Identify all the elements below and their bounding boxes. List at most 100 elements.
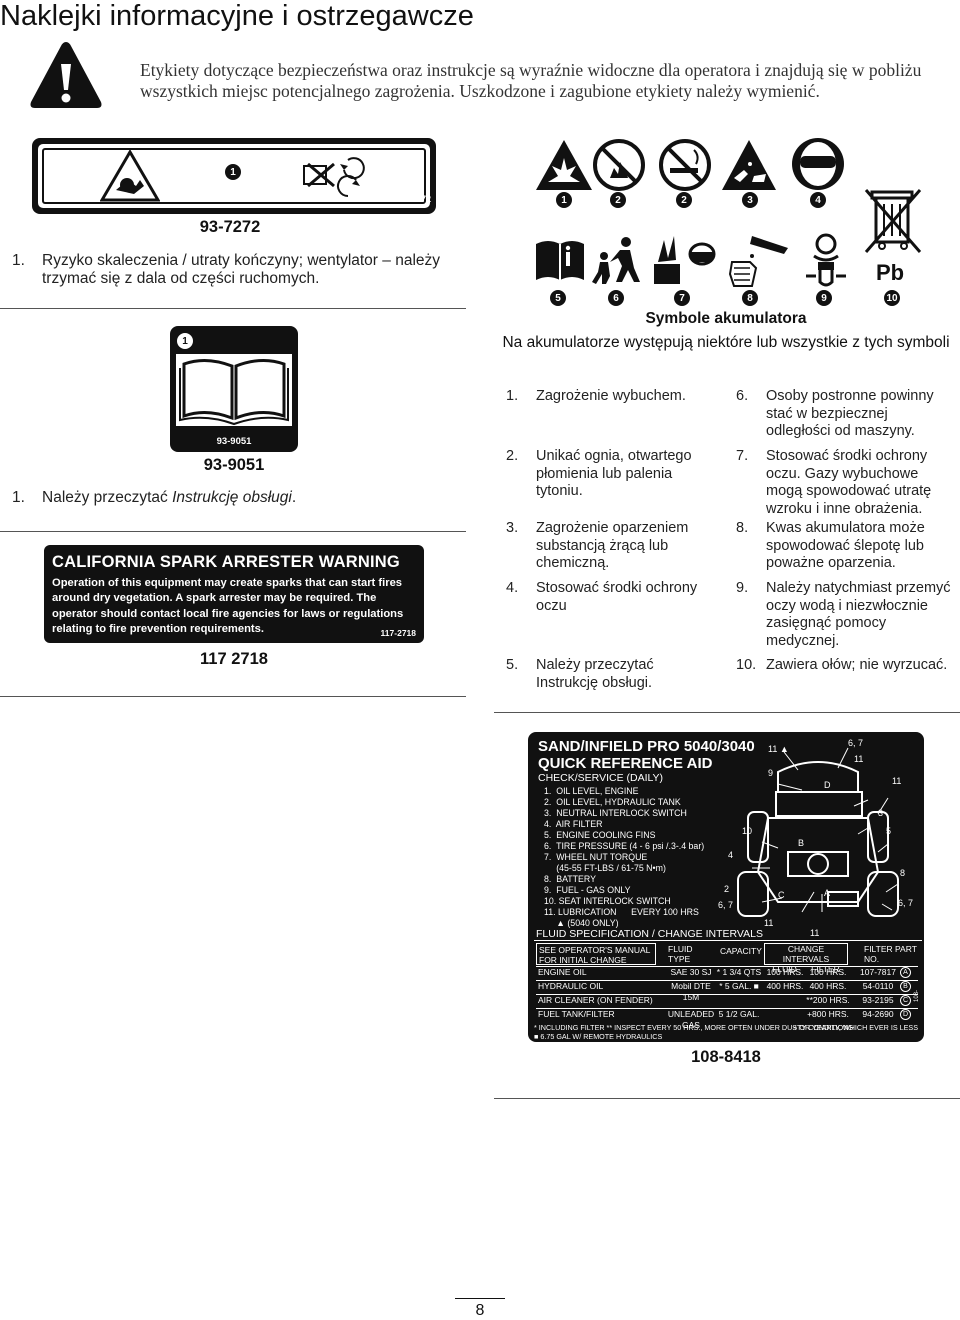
cell-type: Mobil DTE 15M [671,981,711,1002]
cell-part-no: 54-0110 [862,981,894,991]
cell-capacity: * 1 3/4 QTS [716,967,762,977]
cell-filter-interval: 400 HRS. [809,981,847,991]
battery-item-text: Kwas akumulatora może spowodować ślepotę… [766,520,925,571]
cell-part-no: 94-2690 [862,1009,894,1019]
divider [0,696,466,697]
ref-footnote-1: * INCLUDING FILTER ** INSPECT EVERY 50 H… [534,1023,854,1032]
ref-footnote-2: ■ 6.75 GAL W/ REMOTE HYDRAULICS [534,1032,663,1041]
spark-arrester-heading: CALIFORNIA SPARK ARRESTER WARNING [52,553,400,571]
ref-title-2: QUICK REFERENCE AID [538,755,713,772]
battery-item-number: 1. [506,388,519,404]
cell-name: FUEL TANK/FILTER [538,1009,615,1019]
decal-label-93-9051: 93-9051 [203,456,265,474]
battery-item-text: Stosować środki ochrony oczu. Gazy wybuc… [766,448,932,517]
cell-name: AIR CLEANER (ON FENDER) [538,995,653,1005]
ref-check-item: 6. TIRE PRESSURE (4 - 6 psi /.3-.4 bar) [544,841,705,851]
diagram-label: 10 [742,826,753,836]
cell-mark: D [900,1009,911,1020]
battery-item-text: Należy natychmiast przemyć oczy wodą i n… [766,580,951,649]
cell-fluid-interval: 400 HRS. [766,981,804,991]
ref-check-service: CHECK/SERVICE (DAILY) [538,772,664,784]
cell-type: SAE 30 SJ [670,967,712,977]
diagram-label: 2 [724,884,730,894]
no-fire-icon [593,139,645,191]
battery-item: 5.Należy przeczytać Instrukcję obsługi. [506,657,716,692]
diagram-label: 6, 7 [848,738,864,748]
table-head-fluid-type: FLUID TYPE [668,944,693,964]
battery-callout: 2 [676,192,692,208]
explosive-gas-eye-icon [654,236,716,284]
diagram-label: 5 [886,826,892,836]
cell-mark: C [900,995,911,1006]
decal-108-8418: SAND/INFIELD PRO 5040/3040 QUICK REFEREN… [528,732,931,1042]
diagram-label: 11 [810,928,820,938]
decal-label-117-2718: 117 2718 [200,650,268,668]
bystanders-away-icon [592,237,640,284]
battery-symbols-title: Symbole akumulatora [645,310,807,327]
decal-code-small: 117-2718 [380,628,416,638]
battery-callout: 7 [674,290,690,306]
table-head-part-no: FILTER PART NO. [864,944,917,964]
cell-part-no: 93-2195 [862,995,894,1005]
battery-item: 1.Zagrożenie wybuchem. [506,388,716,406]
battery-item-text: Zawiera ołów; nie wyrzucać. [766,657,948,673]
battery-item: 10.Zawiera ołów; nie wyrzucać. [736,657,954,675]
manual-icon [536,241,584,280]
cell-name: ENGINE OIL [538,967,587,977]
battery-item-number: 4. [506,580,519,596]
ref-check-item: 7. WHEEL NUT TORQUE [544,852,648,862]
cell-filter-interval: 100 HRS. [809,967,847,977]
battery-item: 9.Należy natychmiast przemyć oczy wodą i… [736,580,954,650]
diagram-label: 11 ▲ [768,744,789,754]
fan-hand-warning-icon [100,150,160,202]
diagram-label: 4 [728,850,734,860]
no-bin-disposal-icon [864,189,922,253]
cell-type: UNLEADED GAS [667,1009,715,1030]
battery-callout: 2 [610,192,626,208]
battery-callout: 1 [556,192,572,208]
ref-check-item: 3. NEUTRAL INTERLOCK SWITCH [544,808,687,818]
battery-item-text: Zagrożenie oparzeniem substancją żrącą l… [536,520,689,571]
cell-filter-interval: +800 HRS. [807,1009,849,1019]
decal-desc-93-7272: 1. Ryzyko skaleczenia / utraty kończyny;… [12,252,462,288]
diagram-label: 6, 7 [898,898,914,908]
battery-item: 6.Osoby postronne powinny stać w bezpiec… [736,388,954,441]
battery-item: 3. Zagrożenie oparzeniem substancją żrącą… [506,520,716,573]
diagram-label: C [778,890,785,900]
table-row [536,1008,918,1020]
divider [0,531,466,532]
diagram-label: 6, 7 [718,900,734,910]
diagram-label: 11 [764,918,774,928]
battery-callout: 9 [816,290,832,306]
diagram-label: A [824,888,831,898]
ref-check-item: 10. SEAT INTERLOCK SWITCH [544,896,671,906]
battery-callout: 5 [550,290,566,306]
battery-item-number: 3. [506,520,519,536]
diagram-label: B [798,838,805,848]
decal-code-small: 93-9051 [216,436,252,447]
eye-wash-icon [806,233,846,287]
pb-lead-text: Pb [876,260,905,285]
manual-book-icon [176,354,292,426]
battery-item-text: Osoby postronne powinny stać w bezpieczn… [766,388,934,439]
ref-check-item: 1. OIL LEVEL, ENGINE [544,786,639,796]
ref-check-item: 4. AIR FILTER [544,819,603,829]
decal-117-2718: CALIFORNIA SPARK ARRESTER WARNING Operat… [44,545,424,643]
table-head-cell: SEE OPERATOR'S MANUAL FOR INITIAL CHANGE [536,943,656,965]
acid-burn-icon [728,236,788,287]
battery-item-number: 8. [736,520,749,536]
cell-filter-interval: **200 HRS. [806,995,850,1005]
diagram-label: 11 [854,754,864,764]
cell-capacity: 5 1/2 GAL. [718,1009,760,1019]
desc-number: 1. [12,489,25,506]
battery-item-text: Unikać ognia, otwartego płomienia lub pa… [536,448,692,499]
ref-check-item: 9. FUEL - GAS ONLY [544,885,631,895]
decal-label-93-7272: 93-7272 [199,218,261,236]
divider [494,1098,960,1099]
cell-part-no: 107-7817 [860,967,896,977]
battery-item-text: Należy przeczytać Instrukcję obsługi. [536,657,654,691]
ref-check-item: 2. OIL LEVEL, HYDRAULIC TANK [544,797,681,807]
ref-check-item: 5. ENGINE COOLING FINS [544,830,656,840]
warning-triangle-icon [30,42,102,108]
ref-title-1: SAND/INFIELD PRO 5040/3040 [538,738,755,755]
